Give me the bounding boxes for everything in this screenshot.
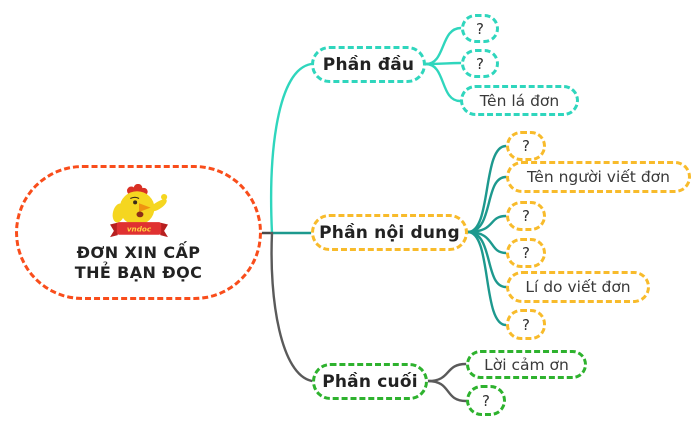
svg-text:vndoc: vndoc [126,224,151,233]
branch-node-phan-dau: Phần đầu [311,46,426,83]
connector-b3-child2 [426,379,468,403]
child-node-question: ? [506,201,546,231]
branch-label: Phần nội dung [319,222,460,243]
connector-b2-child2 [466,175,508,234]
vndoc-chicken-logo: vndoc [109,183,168,237]
child-node-li-do-viet-don: Lí do viết đơn [506,271,650,303]
branch-node-phan-noi-dung: Phần nội dung [311,214,468,251]
connector-b2-child1 [466,144,508,234]
connector-b1-child3 [424,62,462,103]
child-node-question: ? [461,14,499,43]
central-title-line2: THẺ BẠN ĐỌC [74,263,203,282]
connector-branch-top [269,62,313,235]
connector-b3-child1 [426,362,468,383]
child-node-question: ? [506,131,546,161]
branch-node-phan-cuoi: Phần cuối [312,363,428,400]
central-title-line1: ĐƠN XIN CẤP [76,242,201,262]
child-node-question: ? [461,49,499,78]
child-node-question: ? [506,238,546,268]
branch-label: Phần đầu [322,54,415,75]
child-node-question: ? [506,309,546,340]
child-node-question: ? [466,385,506,416]
connector-branch-bottom [270,231,314,383]
central-topic-node: vndoc ĐƠN XIN CẤP THẺ BẠN ĐỌC [15,165,262,300]
child-node-loi-cam-on: Lời cảm ơn [466,350,587,379]
child-node-ten-nguoi-viet-don: Tên người viết đơn [506,161,691,193]
connector-b1-child1 [424,26,463,66]
branch-label: Phần cuối [322,371,418,392]
connector-b2-child6 [466,230,508,327]
child-node-ten-la-don: Tên lá đơn [460,85,579,116]
